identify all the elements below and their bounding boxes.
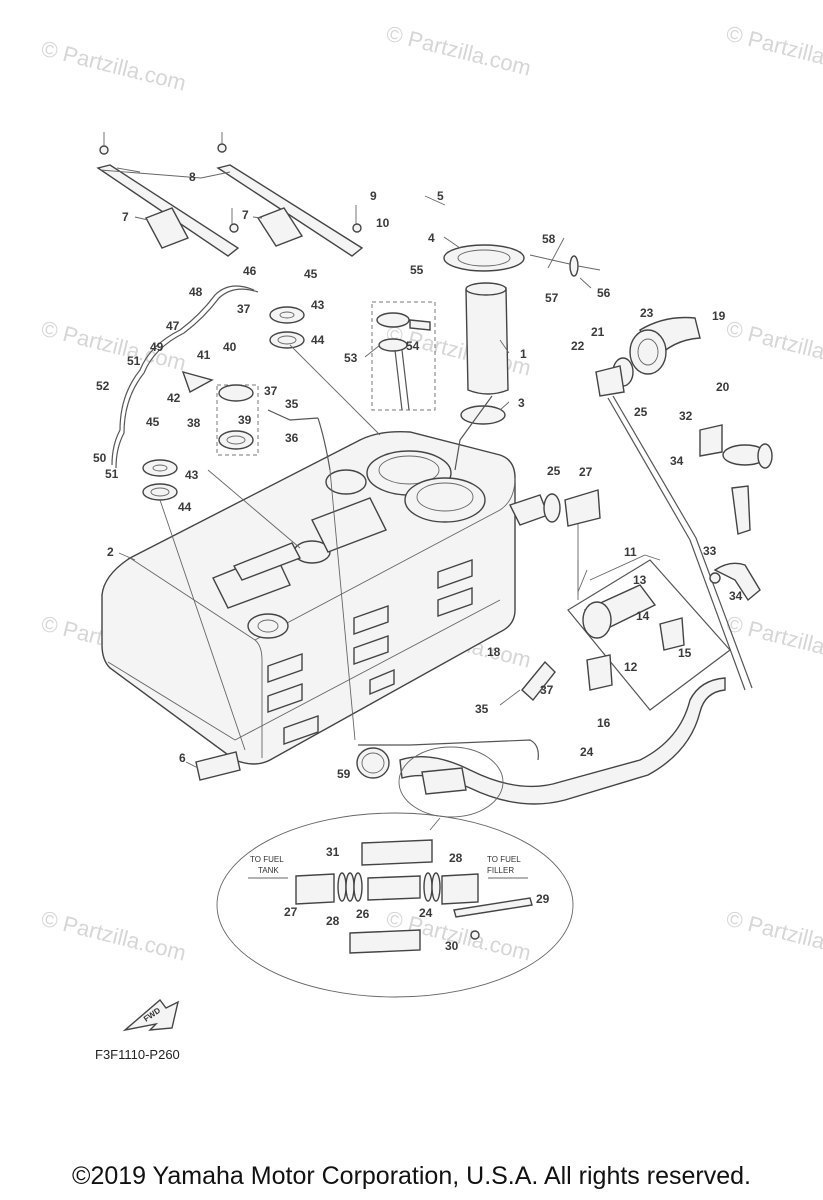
callout-34b: 34 (729, 589, 743, 603)
callout-22: 22 (571, 339, 585, 353)
callout-48: 48 (189, 285, 203, 299)
callout-11: 11 (624, 545, 637, 559)
callout-35: 35 (285, 397, 299, 411)
callout-31: 31 (326, 845, 340, 859)
callout-12: 12 (624, 660, 638, 674)
callout-32: 32 (679, 409, 693, 423)
callout-54: 54 (406, 339, 420, 353)
callout-45: 45 (304, 267, 318, 281)
callout-40: 40 (223, 340, 237, 354)
callout-9: 9 (370, 189, 377, 203)
callout-15: 15 (678, 646, 692, 660)
watermark: © Partzilla.com (39, 36, 189, 96)
callout-37b: 37 (237, 302, 251, 316)
callout-44b: 44 (178, 500, 192, 514)
callout-43b: 43 (185, 468, 199, 482)
callout-7: 7 (122, 210, 129, 224)
forward-arrow-icon: FWD (122, 998, 180, 1032)
callout-50: 50 (93, 451, 107, 465)
callout-34: 34 (670, 454, 684, 468)
callout-24b: 24 (419, 906, 433, 920)
callout-41: 41 (197, 348, 211, 362)
watermark: © Partzilla.com (724, 21, 823, 81)
callout-59: 59 (337, 767, 351, 781)
callout-25b: 25 (547, 464, 561, 478)
copyright-notice: ©2019 Yamaha Motor Corporation, U.S.A. A… (72, 1162, 751, 1190)
fuel-tank (101, 430, 549, 765)
tank-coupling (543, 489, 601, 527)
to-fuel-tank-label-2: TANK (258, 866, 279, 875)
callout-7b: 7 (242, 208, 249, 222)
callout-38: 38 (187, 416, 201, 430)
callout-28b: 28 (326, 914, 340, 928)
fuel-hose-assembly (356, 677, 726, 831)
callout-51: 51 (127, 354, 141, 368)
to-fuel-tank-label-1: TO FUEL (250, 855, 284, 864)
callout-35b: 35 (475, 702, 489, 716)
watermark: © Partzilla.com (724, 316, 823, 376)
callout-2: 2 (107, 545, 114, 559)
hose-assembly-left (111, 285, 331, 501)
callout-24: 24 (580, 745, 594, 759)
callout-8: 8 (189, 170, 196, 184)
callout-27b: 27 (284, 905, 298, 919)
diagram-code: F3F1110-P260 (95, 1047, 180, 1062)
callout-20: 20 (716, 380, 730, 394)
callout-18: 18 (487, 645, 501, 659)
callout-29: 29 (536, 892, 550, 906)
callout-33: 33 (703, 544, 717, 558)
callout-30: 30 (445, 939, 459, 953)
fuel-filter-assembly (499, 559, 731, 711)
callout-57: 57 (545, 291, 559, 305)
tank-straps (96, 132, 364, 257)
callout-26: 26 (356, 907, 370, 921)
callout-14: 14 (636, 609, 650, 623)
callout-58: 58 (542, 232, 556, 246)
callout-39: 39 (238, 413, 252, 427)
callout-49: 49 (150, 340, 164, 354)
callout-5: 5 (437, 189, 444, 203)
callout-52: 52 (96, 379, 110, 393)
callout-10: 10 (376, 216, 390, 230)
callout-3: 3 (518, 396, 525, 410)
callout-45b: 45 (146, 415, 160, 429)
callout-53: 53 (344, 351, 358, 365)
callout-55: 55 (410, 263, 424, 277)
watermark: © Partzilla.com (724, 611, 823, 671)
leader-lines (99, 167, 661, 771)
callout-42: 42 (167, 391, 181, 405)
callout-16: 16 (597, 716, 611, 730)
callout-13: 13 (633, 573, 647, 587)
callout-56: 56 (597, 286, 611, 300)
callout-4: 4 (428, 231, 435, 245)
callout-28: 28 (449, 851, 463, 865)
callout-1: 1 (520, 347, 527, 361)
label-plate (195, 751, 241, 781)
callout-6: 6 (179, 751, 186, 765)
callout-43: 43 (311, 298, 325, 312)
watermark: © Partzilla.com (724, 906, 823, 966)
callout-47: 47 (166, 319, 180, 333)
callout-36: 36 (285, 431, 299, 445)
callout-21: 21 (591, 325, 605, 339)
watermark: © Partzilla.com (39, 906, 189, 966)
callout-19: 19 (712, 309, 726, 323)
callout-51b: 51 (105, 467, 119, 481)
callout-44: 44 (311, 333, 325, 347)
fuel-pump-assembly (443, 244, 601, 471)
callout-numbers: 1 2 3 4 5 6 7 7 8 9 10 11 12 13 14 15 16… (93, 170, 743, 953)
callout-25: 25 (634, 405, 648, 419)
watermark: © Partzilla.com (384, 21, 534, 81)
callout-37c: 37 (540, 683, 554, 697)
callout-46: 46 (243, 264, 257, 278)
to-fuel-filler-label-2: FILLER (487, 866, 514, 875)
fuel-sender-unit (371, 301, 436, 411)
to-fuel-filler-label-1: TO FUEL (487, 855, 521, 864)
callout-37: 37 (264, 384, 278, 398)
callout-27: 27 (579, 465, 593, 479)
detail-view (216, 812, 574, 998)
callout-23: 23 (640, 306, 654, 320)
filler-neck-assembly (595, 316, 773, 691)
